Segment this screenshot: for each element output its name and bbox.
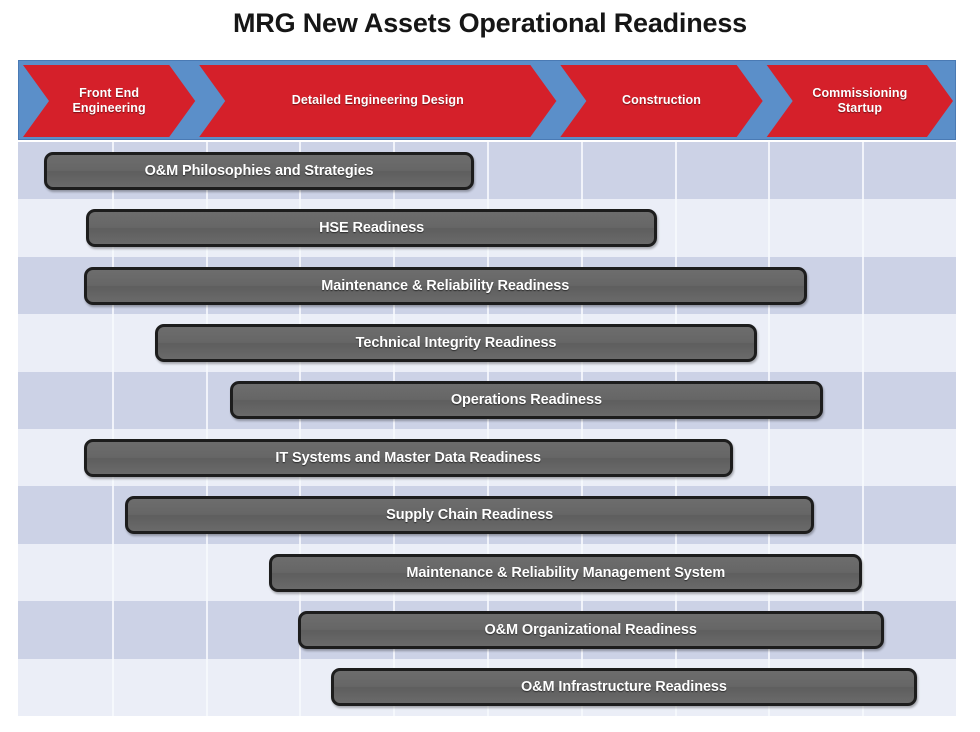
readiness-bar-label: Maintenance & Reliability Management Sys… [406, 564, 726, 581]
readiness-bar[interactable]: Maintenance & Reliability Readiness [83, 266, 807, 305]
phase-chevron[interactable]: Front End Engineering [23, 65, 195, 137]
project-phase-banner: Front End Engineering Detailed Engineerin… [18, 60, 956, 140]
phase-chevron-label: Front End Engineering [72, 85, 146, 115]
gridline-vertical [768, 142, 771, 716]
readiness-bar[interactable]: O&M Organizational Readiness [297, 610, 884, 649]
gridline-vertical [299, 142, 302, 716]
phase-chevron[interactable]: Detailed Engineering Design [199, 65, 556, 137]
readiness-bar[interactable]: Operations Readiness [229, 381, 823, 420]
gridline-vertical [487, 142, 489, 716]
gridline-vertical [205, 142, 208, 716]
readiness-bar-label: O&M Organizational Readiness [484, 621, 697, 638]
gridline-vertical [862, 142, 865, 716]
readiness-bar[interactable]: O&M Philosophies and Strategies [44, 151, 474, 190]
readiness-bar[interactable]: Technical Integrity Readiness [154, 323, 758, 362]
readiness-bar[interactable]: O&M Infrastructure Readiness [331, 668, 917, 707]
phase-chevron[interactable]: Commissioning Startup [767, 65, 953, 137]
page-title: MRG New Assets Operational Readiness [233, 8, 747, 38]
readiness-bar-label: O&M Infrastructure Readiness [520, 679, 727, 696]
readiness-bar-label: IT Systems and Master Data Readiness [275, 449, 541, 466]
gridline-vertical [111, 142, 114, 716]
readiness-bar[interactable]: IT Systems and Master Data Readiness [83, 438, 733, 477]
gridline-vertical [393, 142, 396, 716]
readiness-bar-label: Supply Chain Readiness [386, 507, 554, 524]
readiness-bar[interactable]: Supply Chain Readiness [124, 496, 815, 535]
readiness-bar-label: Maintenance & Reliability Readiness [321, 277, 570, 294]
readiness-bar-label: HSE Readiness [319, 220, 425, 237]
readiness-bar[interactable]: HSE Readiness [86, 209, 657, 248]
readiness-bar-label: Operations Readiness [450, 392, 602, 409]
phase-chevron-label: Commissioning Startup [812, 85, 908, 115]
gridline-vertical [674, 142, 677, 716]
phase-chevron-label: Construction [622, 93, 702, 108]
gridline-vertical [580, 142, 583, 716]
readiness-bar-label: O&M Philosophies and Strategies [144, 162, 374, 179]
readiness-bar[interactable]: Maintenance & Reliability Management Sys… [269, 553, 863, 592]
readiness-bar-label: Technical Integrity Readiness [355, 334, 557, 351]
phase-chevron[interactable]: Construction [560, 65, 762, 137]
phase-chevron-label: Detailed Engineering Design [291, 93, 464, 108]
